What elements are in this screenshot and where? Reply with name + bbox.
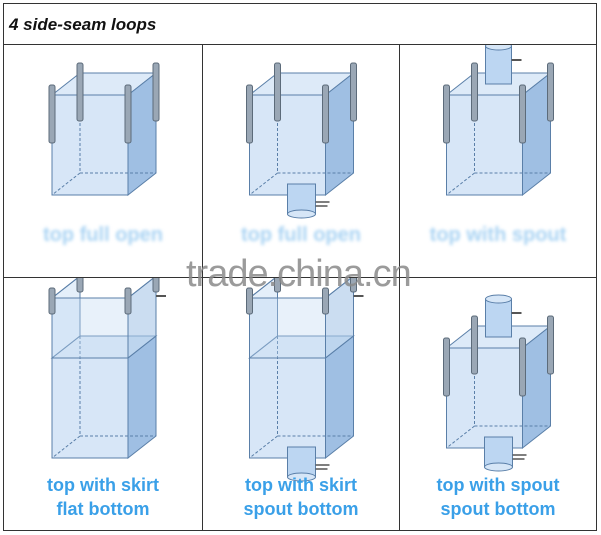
bag-label-line-1: top with spout <box>429 224 567 246</box>
bag-label-line-1: top with skirt <box>245 475 357 495</box>
bag-label: top full open <box>203 223 399 247</box>
bag-label-line-2: spout bottom <box>440 499 556 519</box>
bag-label-line-2: flat bottom <box>56 499 150 519</box>
watermark: trade.china.cn <box>186 253 412 295</box>
bag-illustration <box>443 294 554 472</box>
bag-label: top with spout <box>400 223 596 247</box>
bag-label-line-2: spout bottom <box>243 499 359 519</box>
bag-cell: top full open <box>203 45 400 278</box>
bag-cell: top with skirt spout bottom <box>203 278 400 531</box>
bag-illustration <box>48 278 166 460</box>
bag-label: top with skirt spout bottom <box>203 473 399 521</box>
bag-illustration <box>246 278 364 482</box>
bag-label: top with spout spout bottom <box>400 473 596 521</box>
bag-cell: top with spout <box>400 45 597 278</box>
bag-illustration <box>443 45 554 197</box>
bag-label-line-1: top with spout <box>436 475 560 495</box>
bag-illustration <box>48 62 160 197</box>
bag-label: top full open <box>4 223 202 247</box>
page-title: 4 side-seam loops <box>3 3 597 45</box>
bag-illustration <box>246 62 357 219</box>
bag-label-line-1: top full open <box>241 224 361 246</box>
bag-label-line-1: top with skirt <box>47 475 159 495</box>
bag-cell: top with skirt flat bottom <box>3 278 203 531</box>
bag-cell: top full open <box>3 45 203 278</box>
bag-cell: top with spout spout bottom <box>400 278 597 531</box>
bag-label: top with skirt flat bottom <box>4 473 202 521</box>
bag-label-line-1: top full open <box>43 224 163 246</box>
